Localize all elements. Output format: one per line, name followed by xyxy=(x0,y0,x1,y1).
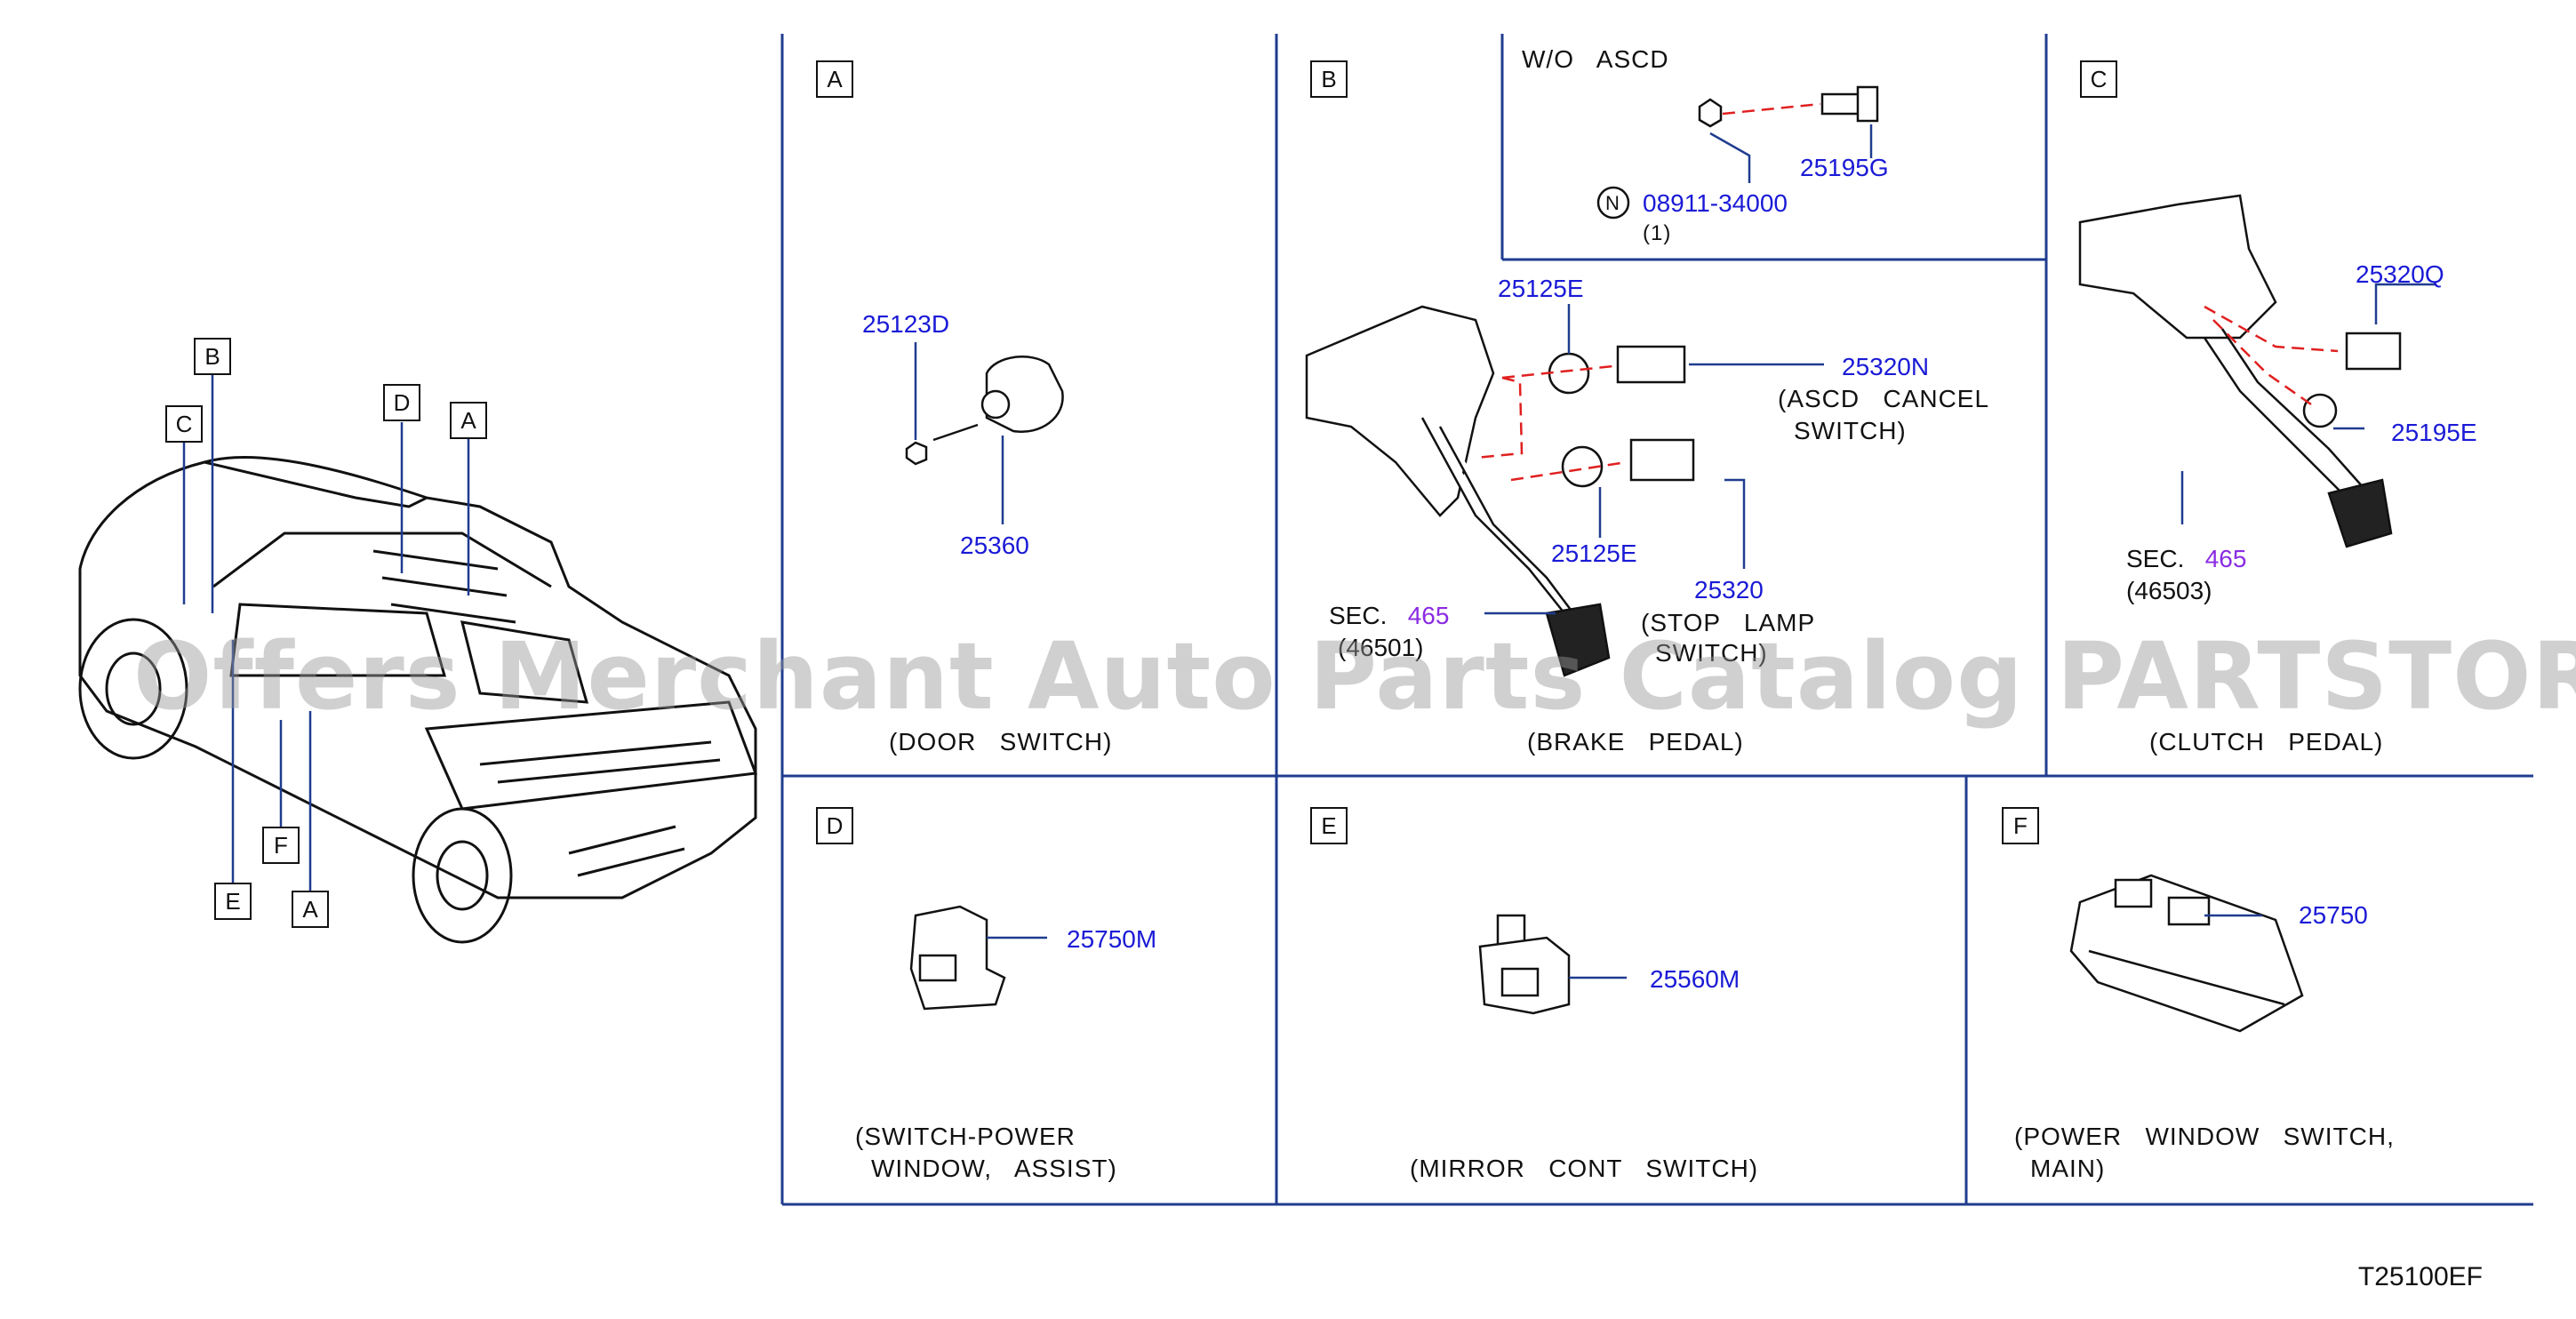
caption-mirror-switch: (MIRROR CONT SWITCH) xyxy=(1410,1155,1759,1182)
clutch-dash-lines xyxy=(2204,305,2339,406)
panel-d-letter: D xyxy=(816,807,853,844)
clutch-leaders xyxy=(2180,283,2436,524)
sec-number: 465 xyxy=(2204,545,2247,572)
part-25750[interactable]: 25750 xyxy=(2299,901,2368,929)
label-ascd-switch: SWITCH) xyxy=(1794,417,1907,444)
brake-pedal-illustration xyxy=(1305,305,1695,677)
inset-title: W/O ASCD xyxy=(1522,45,1669,73)
callout-a-top[interactable]: A xyxy=(450,402,487,439)
label-stop-lamp: (STOP LAMP xyxy=(1641,609,1816,636)
part-25320n[interactable]: 25320N xyxy=(1842,353,1930,380)
mirror-switch-illustration xyxy=(1478,914,1571,1015)
panel-e-letter: E xyxy=(1310,807,1348,844)
part-25360[interactable]: 25360 xyxy=(960,532,1029,559)
inset-qty: (1) xyxy=(1643,221,1672,245)
part-25195g[interactable]: 25195G xyxy=(1800,154,1889,181)
part-25560m[interactable]: 25560M xyxy=(1650,965,1740,993)
caption-brake-pedal: (BRAKE PEDAL) xyxy=(1527,728,1744,755)
n-symbol-circle xyxy=(1596,186,1630,220)
brake-dash-lines xyxy=(1475,364,1628,482)
vehicle-illustration xyxy=(78,456,758,944)
inset-hardware xyxy=(1698,85,1879,128)
sec-ref-brake[interactable]: SEC. 465 xyxy=(1329,601,1449,631)
part-25195e[interactable]: 25195E xyxy=(2391,419,2477,446)
panel-frame xyxy=(780,34,2533,1206)
sec-ref-clutch[interactable]: SEC. 465 xyxy=(2126,544,2246,574)
part-25750m[interactable]: 25750M xyxy=(1067,925,1157,953)
callout-b[interactable]: B xyxy=(194,338,231,375)
caption-assist-line2: WINDOW, ASSIST) xyxy=(871,1155,1117,1182)
panel-a-letter: A xyxy=(816,60,853,98)
part-25125e-lower[interactable]: 25125E xyxy=(1551,540,1637,567)
callout-a-bottom[interactable]: A xyxy=(292,891,329,928)
watermark: Offers Merchant Auto Parts Catalog PARTS… xyxy=(133,622,2576,731)
sec-prefix: SEC. xyxy=(1329,602,1388,629)
part-25320[interactable]: 25320 xyxy=(1694,576,1764,604)
dash-line xyxy=(1722,102,1821,116)
assist-switch-illustration xyxy=(909,905,1006,1011)
panel-b-letter: B xyxy=(1310,60,1348,98)
label-stop-switch: SWITCH) xyxy=(1655,639,1768,667)
sec-prefix: SEC. xyxy=(2126,545,2185,572)
brake-leaders xyxy=(1484,304,1824,615)
part-25123d[interactable]: 25123D xyxy=(862,310,950,338)
panel-f-letter: F xyxy=(2002,807,2039,844)
part-25320q[interactable]: 25320Q xyxy=(2356,260,2444,288)
main-window-switch-illustration xyxy=(2069,874,2304,1033)
vehicle-leaders xyxy=(182,374,470,893)
caption-assist-line1: (SWITCH-POWER xyxy=(855,1123,1076,1150)
sec-number: 465 xyxy=(1407,602,1450,629)
callout-c[interactable]: C xyxy=(165,405,203,443)
callout-f[interactable]: F xyxy=(262,827,300,864)
panel-c-letter: C xyxy=(2080,60,2117,98)
callout-d[interactable]: D xyxy=(383,384,420,421)
n-symbol: N xyxy=(1605,192,1620,214)
label-ascd-cancel: (ASCD CANCEL xyxy=(1778,385,1990,412)
sec-sub-brake: (46501) xyxy=(1338,634,1424,661)
inset-leaders xyxy=(1709,124,1873,183)
diagram-code: T25100EF xyxy=(2357,1262,2483,1291)
part-25125e-upper[interactable]: 25125E xyxy=(1498,275,1584,302)
caption-main-switch-line1: (POWER WINDOW SWITCH, xyxy=(2014,1123,2395,1150)
callout-e[interactable]: E xyxy=(214,883,252,920)
sec-sub-clutch: (46503) xyxy=(2126,577,2212,604)
part-08911-34000[interactable]: 08911-34000 xyxy=(1643,189,1788,217)
caption-clutch-pedal: (CLUTCH PEDAL) xyxy=(2149,728,2384,755)
clutch-pedal-illustration xyxy=(2078,194,2402,548)
door-switch-leaders xyxy=(914,342,1004,524)
caption-main-switch-line2: MAIN) xyxy=(2030,1155,2106,1182)
caption-door-switch: (DOOR SWITCH) xyxy=(889,728,1113,755)
door-switch-illustration xyxy=(905,356,1064,466)
